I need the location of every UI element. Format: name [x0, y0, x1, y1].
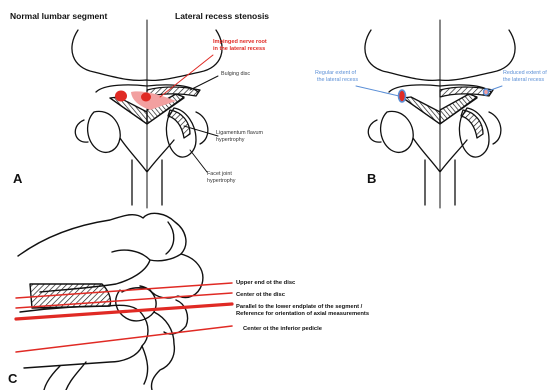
- nerve-root-right-a: [141, 93, 151, 102]
- panel-c-diagram: [16, 213, 232, 390]
- header-lateral-recess-stenosis: Lateral recess stenosis: [175, 12, 269, 21]
- panel-letter-a: A: [13, 172, 22, 186]
- lateral-recess-reduced-b: [484, 89, 489, 95]
- label-impinged-nerve-root-1: Impinged nerve root: [213, 40, 267, 46]
- label-center-pedicle: Center ot the inferior pedicle: [243, 326, 322, 332]
- label-ligamentum-flavum-1: Ligamentum flavum: [216, 131, 263, 137]
- label-reduced-extent-2: the lateral recess: [503, 78, 544, 84]
- nerve-root-left-a: [115, 91, 127, 102]
- label-center-disc: Center ot the disc: [236, 292, 285, 298]
- panel-b-diagram: [356, 20, 515, 208]
- header-normal-segment: Normal lumbar segment: [10, 12, 107, 21]
- label-bulging-disc: Bulging disc: [221, 72, 250, 78]
- panel-letter-b: B: [367, 172, 376, 186]
- label-facet-joint-2: hypertrophy: [207, 179, 235, 185]
- panel-a-diagram: [72, 20, 222, 208]
- facet-left-a: [88, 111, 121, 152]
- label-reduced-extent-1: Reduced extent of: [503, 71, 547, 77]
- label-regular-extent-2: the lateral recess: [317, 78, 358, 84]
- label-upper-end-disc: Upper end ot the disc: [236, 280, 295, 286]
- label-regular-extent-1: Regular extent of: [315, 71, 356, 77]
- lateral-recess-regular-b: [399, 90, 406, 102]
- panel-letter-c: C: [8, 372, 17, 386]
- label-parallel-endplate-2: Reference for orientation of axial measu…: [236, 311, 369, 317]
- label-ligamentum-flavum-2: hypertrophy: [216, 138, 244, 144]
- upper-vertebra-c: [18, 213, 186, 292]
- label-impinged-nerve-root-2: in the lateral recess: [213, 47, 265, 53]
- label-parallel-endplate-1: Parallel to the lower endplate of the se…: [236, 304, 362, 310]
- line-center-pedicle: [16, 326, 232, 352]
- facet-left-b: [381, 111, 414, 152]
- label-facet-joint-1: Facet joint: [207, 172, 232, 178]
